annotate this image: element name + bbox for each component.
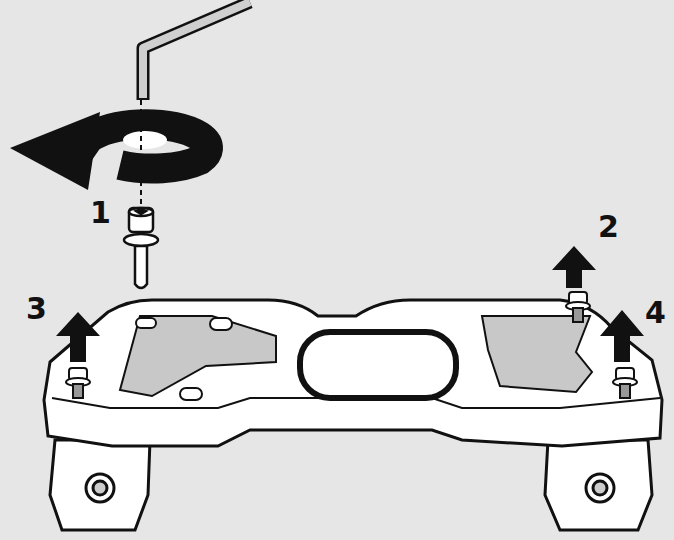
callout-number: 4	[645, 298, 666, 328]
bolt	[66, 292, 637, 398]
rotation-arrow	[10, 100, 208, 205]
lift-arrow	[56, 246, 644, 362]
callout-number: 3	[26, 294, 47, 324]
bracket-foot	[50, 440, 652, 530]
callout-number-text: 1	[90, 195, 111, 230]
callout-number-text: 3	[26, 291, 47, 326]
callout-number: 2	[598, 212, 619, 242]
bracket	[44, 300, 662, 446]
callout-number-text: 2	[598, 209, 619, 244]
bolt	[124, 208, 158, 288]
hex-key	[143, 2, 250, 100]
callout-number: 1	[90, 198, 111, 228]
callout-number-text: 4	[645, 295, 666, 330]
